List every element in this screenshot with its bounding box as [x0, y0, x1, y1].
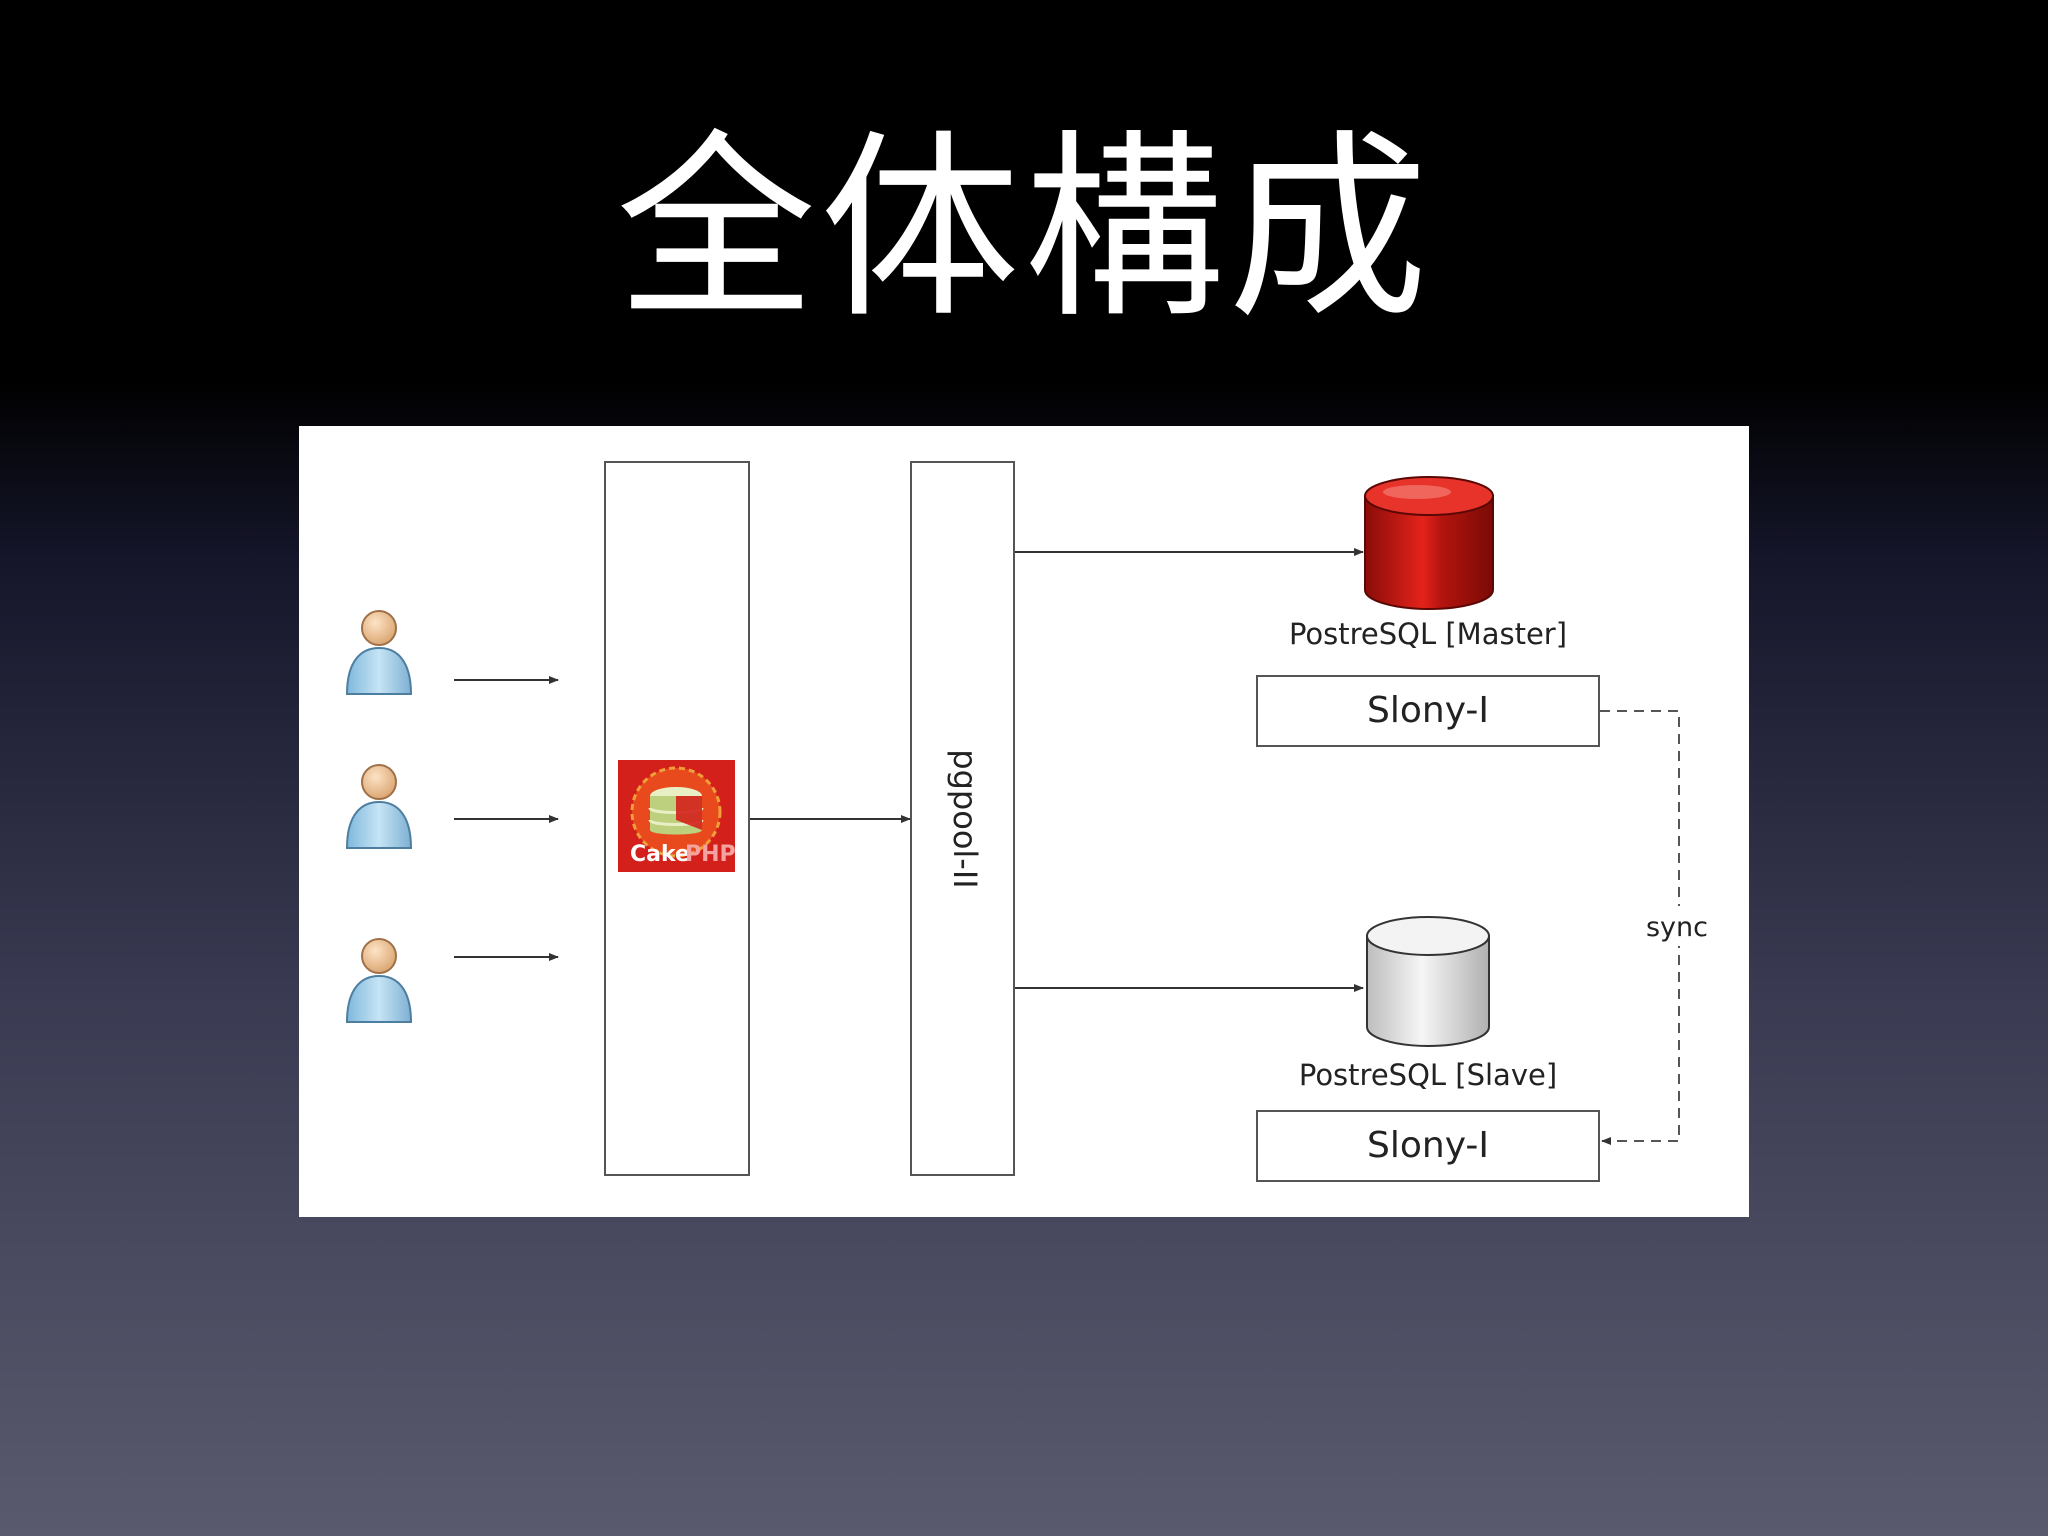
user-1: [345, 610, 413, 695]
cakephp-logo-text-a: Cake: [630, 842, 690, 867]
architecture-diagram: Cake PHP pgpool-II PostreSQL [Master] Sl…: [299, 426, 1749, 1217]
master-slony-box: [1256, 675, 1600, 747]
user-icon: [345, 610, 413, 695]
pgpool-box: [910, 461, 1015, 1176]
pgpool-label: pgpool-II: [946, 749, 984, 888]
slave-slony-label: Slony-I: [1367, 1125, 1489, 1166]
sync-label-bg: [1644, 906, 1716, 946]
slave-slony-box: [1256, 1110, 1600, 1182]
master-slony-label: Slony-I: [1367, 690, 1489, 731]
slave-db-label: PostreSQL [Slave]: [1299, 1058, 1557, 1092]
user-3: [345, 938, 413, 1023]
cakephp-logo: Cake PHP: [618, 760, 736, 872]
slide-title: 全体構成: [615, 113, 1432, 346]
sync-label: sync: [1646, 912, 1708, 943]
user-icon: [345, 764, 413, 849]
master-db-label: PostreSQL [Master]: [1289, 617, 1567, 651]
user-icon: [345, 938, 413, 1023]
user-2: [345, 764, 413, 849]
cakephp-logo-text-b: PHP: [685, 842, 736, 867]
master-db-icon: [1364, 476, 1494, 610]
slave-db-icon: [1366, 916, 1490, 1047]
diagram-canvas: Cake PHP pgpool-II PostreSQL [Master] Sl…: [345, 461, 1716, 1182]
